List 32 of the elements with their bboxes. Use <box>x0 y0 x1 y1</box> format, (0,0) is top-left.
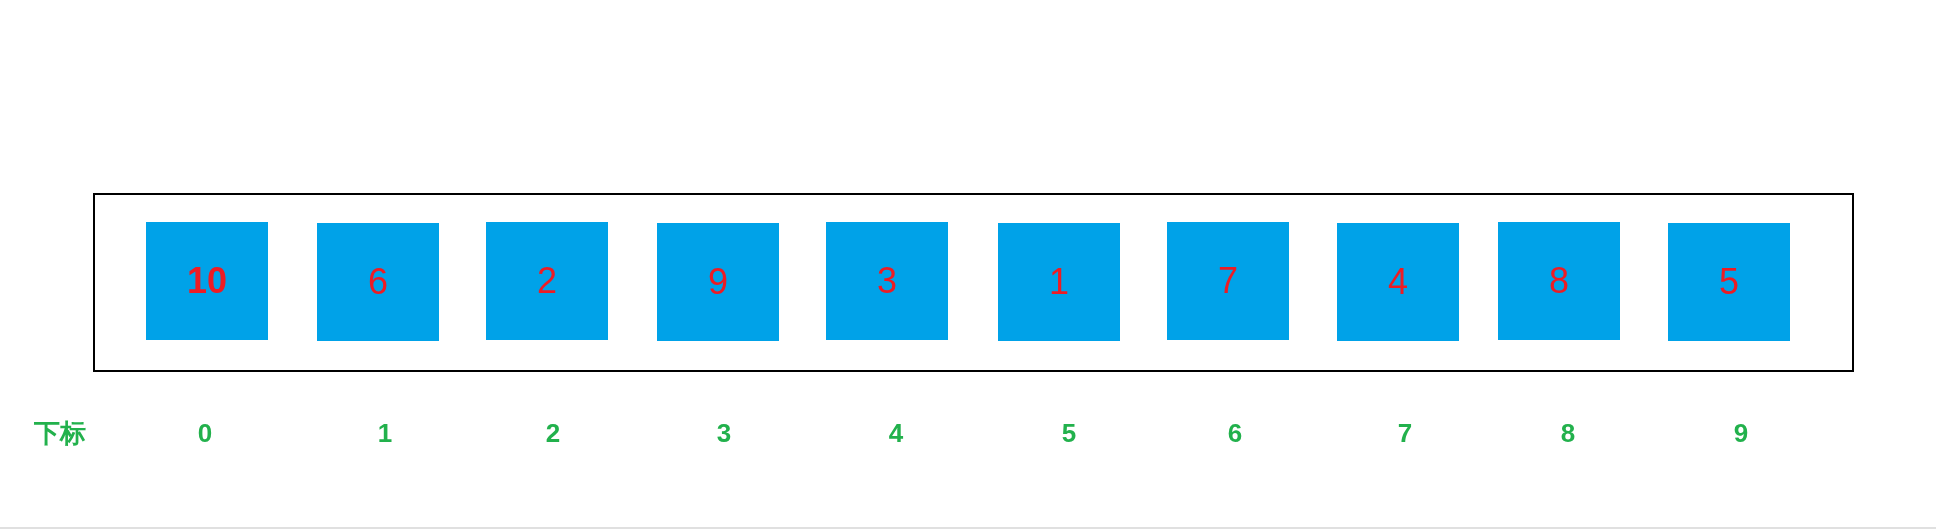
index-number: 4 <box>888 420 904 446</box>
cell-value: 5 <box>1719 260 1739 304</box>
cell-value: 6 <box>368 260 388 304</box>
cell-value: 4 <box>1388 260 1408 304</box>
index-heading: 下标 <box>34 420 86 446</box>
index-number: 8 <box>1560 420 1576 446</box>
array-cell <box>486 222 608 340</box>
array-cell <box>826 222 948 340</box>
cell-value: 3 <box>877 259 897 303</box>
cell-value: 9 <box>708 260 728 304</box>
array-frame <box>93 193 1854 372</box>
array-cell <box>1668 223 1790 341</box>
index-number: 6 <box>1227 420 1243 446</box>
array-cell <box>998 223 1120 341</box>
array-cell <box>146 222 268 340</box>
cell-value: 10 <box>186 259 227 303</box>
array-cell <box>1498 222 1620 340</box>
index-number: 5 <box>1061 420 1077 446</box>
index-number: 0 <box>197 420 213 446</box>
index-number: 3 <box>716 420 732 446</box>
array-cell <box>1337 223 1459 341</box>
index-number: 9 <box>1733 420 1749 446</box>
array-cell <box>317 223 439 341</box>
index-number: 7 <box>1397 420 1413 446</box>
array-cell <box>657 223 779 341</box>
cell-value: 8 <box>1549 259 1569 303</box>
cell-value: 2 <box>537 259 557 303</box>
array-cell <box>1167 222 1289 340</box>
cell-value: 1 <box>1049 260 1069 304</box>
index-number: 2 <box>545 420 561 446</box>
index-number: 1 <box>377 420 393 446</box>
cell-value: 7 <box>1218 259 1238 303</box>
